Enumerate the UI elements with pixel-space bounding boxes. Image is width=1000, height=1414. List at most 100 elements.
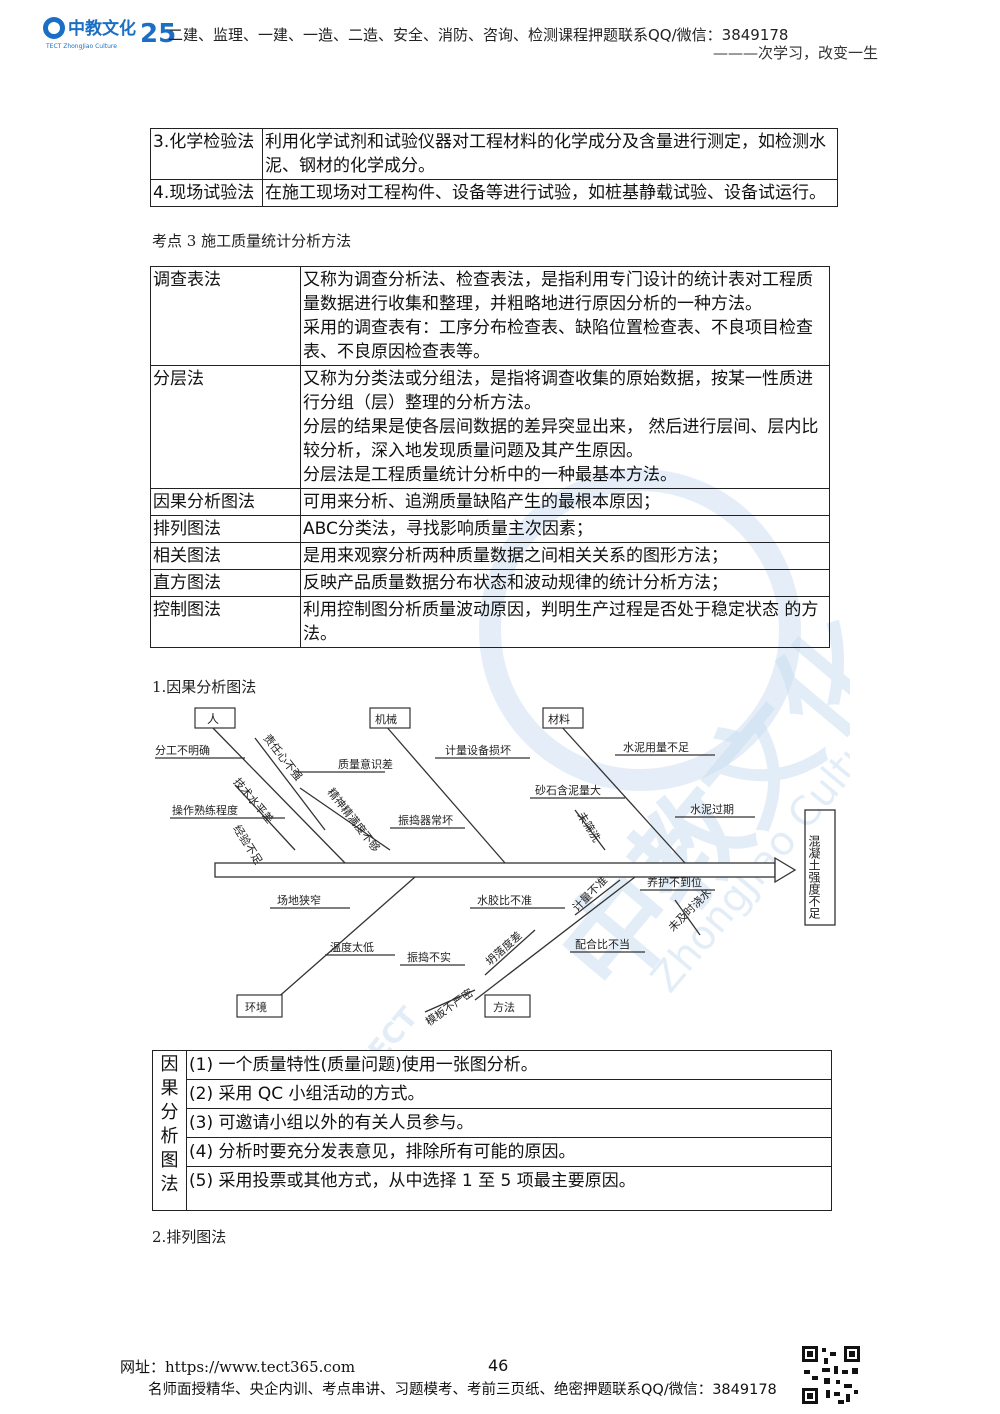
table-row: 因果分析图法 可用来分析、追溯质量缺陷产生的最根本原因；	[150, 488, 830, 516]
table-row: 3.化学检验法 利用化学试剂和试验仪器对工程材料的化学成分及含量进行测定，如检测…	[150, 128, 838, 180]
cause-label: 模板不严密	[423, 985, 476, 1028]
cause-label: 水泥过期	[690, 803, 734, 816]
footer-promo: 名师面授精华、央企内训、考点串讲、习题模考、考前三页纸、绝密押题联系QQ/微信：…	[148, 1382, 777, 1398]
header-logo: 中教文化 25 TECT ZhongJiao Culture	[40, 12, 180, 52]
table-row: 因 果 分 析 图 法 (1) 一个质量特性(质量问题)使用一张图分析。	[152, 1050, 832, 1211]
note-item: (3) 可邀请小组以外的有关人员参与。	[186, 1108, 832, 1138]
table-row: 排列图法 ABC分类法，寻找影响质量主次因素；	[150, 515, 830, 543]
logo-text: 中教文化	[68, 18, 136, 39]
desc-line: 分层法是工程质量统计分析中的一种最基本方法。	[303, 465, 677, 485]
side-char: 图	[160, 1150, 179, 1171]
table-row: (3) 可邀请小组以外的有关人员参与。	[153, 1108, 832, 1138]
cause-label: 水泥用量不足	[623, 741, 689, 754]
stat-method-name: 直方图法	[150, 569, 301, 597]
stat-method-name: 控制图法	[150, 596, 301, 648]
cause-label: 未及时浇水	[666, 886, 714, 934]
logo-sub: TECT ZhongJiao Culture	[45, 43, 117, 50]
stat-method-desc: 可用来分析、追溯质量缺陷产生的最根本原因；	[300, 488, 830, 516]
section-title: 考点 3 施工质量统计分析方法	[152, 232, 352, 250]
stat-method-name: 分层法	[150, 365, 301, 489]
stat-method-desc: 反映产品质量数据分布状态和波动规律的统计分析方法；	[300, 569, 830, 597]
method-name: 3.化学检验法	[150, 128, 263, 180]
qr-code-icon	[800, 1344, 862, 1406]
method-name: 4.现场试验法	[150, 179, 263, 207]
method-desc: 在施工现场对工程构件、设备等进行试验，如桩基静载试验、设备试运行。	[262, 179, 838, 207]
cause-label: 责任心不强	[261, 732, 305, 783]
effect-text: 混凝土强度不足	[807, 835, 821, 920]
category-box	[236, 994, 283, 1018]
cause-label: 水胶比不准	[477, 893, 532, 907]
stats-methods-table: 调查表法 又称为调查分析法、检查表法，是指利用专门设计的统计表对工程质量数据进行…	[150, 266, 830, 648]
category-label: 环境	[245, 1000, 267, 1014]
cause-label: 养护不到位	[647, 875, 702, 889]
cause-label: 计量不准	[570, 874, 610, 914]
stat-method-desc: 又称为分类法或分组法，是指将调查收集的原始数据，按某一性质进行分组（层）整理的分…	[300, 365, 830, 489]
table-row: 相关图法 是用来观察分析两种质量数据之间相关关系的图形方法；	[150, 542, 830, 570]
category-label: 人	[207, 712, 219, 726]
note-item: (4) 分析时要充分发表意见，排除所有可能的原因。	[186, 1137, 832, 1167]
note-item: (1) 一个质量特性(质量问题)使用一张图分析。	[186, 1050, 832, 1080]
table-row: 直方图法 反映产品质量数据分布状态和波动规律的统计分析方法；	[150, 569, 830, 597]
cause-label: 精神精满度不够	[325, 785, 383, 854]
bone-jixie	[384, 724, 506, 864]
desc-line: 采用的调查表有：工序分布检查表、缺陷位置检查表、不良项目检查表、不良原因检查表等…	[303, 318, 813, 362]
category-box	[542, 707, 584, 729]
spine-arrow	[774, 856, 797, 884]
category-label: 机械	[375, 712, 397, 726]
desc-line: 分层的结果是使各层间数据的差异突显出来， 然后进行层间、层内比较分析，深入地发现…	[303, 417, 819, 461]
bone-huanjing	[274, 876, 416, 1001]
table-row: (2) 采用 QC 小组活动的方式。	[153, 1079, 832, 1109]
cause-label: 质量意识差	[338, 757, 393, 771]
note-item: (2) 采用 QC 小组活动的方式。	[186, 1079, 832, 1109]
side-char: 分	[160, 1102, 179, 1123]
subsection-title: 1.因果分析图法	[152, 678, 257, 696]
footer-url[interactable]: 网址：https://www.tect365.com	[120, 1358, 356, 1376]
table-row: (5) 采用投票或其他方式，从中选择 1 至 5 项最主要原因。	[153, 1166, 832, 1211]
cause-label: 振捣器常坏	[398, 813, 453, 827]
method-desc: 利用化学试剂和试验仪器对工程材料的化学成分及含量进行测定，如检测水泥、钢材的化学…	[262, 128, 838, 180]
bone-ren	[209, 724, 346, 864]
side-label: 因 果 分 析 图 法	[152, 1050, 187, 1211]
stat-method-desc: 利用控制图分析质量波动原因，判明生产过程是否处于稳定状态 的方法。	[300, 596, 830, 648]
fishbone-spine	[214, 862, 776, 878]
cause-label: 分工不明确	[155, 744, 210, 757]
page-number: 46	[488, 1356, 509, 1375]
bone-cailiao	[559, 724, 686, 864]
cause-label: 温度太低	[330, 940, 374, 954]
desc-line: 又称为分类法或分组法，是指将调查收集的原始数据，按某一性质进行分组（层）整理的分…	[303, 369, 813, 413]
svg-text:25: 25	[140, 19, 176, 49]
cause-label: 振捣不实	[407, 950, 451, 964]
effect-box	[804, 809, 836, 926]
cause-label: 操作熟练程度	[172, 803, 238, 817]
side-char: 因	[160, 1054, 179, 1075]
fishbone-notes-table: 因 果 分 析 图 法 (1) 一个质量特性(质量问题)使用一张图分析。 (2)…	[152, 1050, 832, 1211]
methods-table: 3.化学检验法 利用化学试剂和试验仪器对工程材料的化学成分及含量进行测定，如检测…	[150, 128, 838, 207]
header-slogan: ———次学习，改变一生	[712, 44, 878, 62]
stat-method-name: 因果分析图法	[150, 488, 301, 516]
cause-label: 经验不足	[230, 822, 265, 867]
bone-fangfa	[474, 876, 636, 1001]
effect-label: 混凝土强度不足	[807, 835, 821, 920]
table-row: 4.现场试验法 在施工现场对工程构件、设备等进行试验，如桩基静载试验、设备试运行…	[150, 179, 838, 207]
stat-method-name: 排列图法	[150, 515, 301, 543]
side-char: 析	[160, 1126, 179, 1147]
stat-method-desc: 又称为调查分析法、检查表法，是指利用专门设计的统计表对工程质量数据进行收集和整理…	[300, 266, 830, 366]
cause-label: 坍落度差	[483, 928, 525, 968]
desc-line: 又称为调查分析法、检查表法，是指利用专门设计的统计表对工程质量数据进行收集和整理…	[303, 270, 813, 314]
cause-label: 场地狭窄	[277, 893, 321, 907]
stat-method-desc: ABC分类法，寻找影响质量主次因素；	[300, 515, 830, 543]
table-row: 分层法 又称为分类法或分组法，是指将调查收集的原始数据，按某一性质进行分组（层）…	[150, 365, 830, 489]
cause-label: 计量设备损坏	[445, 743, 511, 757]
category-label: 方法	[493, 1000, 515, 1014]
category-box	[194, 707, 236, 729]
category-box	[484, 994, 531, 1018]
stat-method-desc: 是用来观察分析两种质量数据之间相关关系的图形方法；	[300, 542, 830, 570]
side-char: 果	[160, 1078, 179, 1099]
fishbone-diagram: 人 机械 材料 环境 方法 混凝土强度不足 分工不明确 责任心不强 技术水平差 …	[155, 707, 836, 1028]
table-row: (4) 分析时要充分发表意见，排除所有可能的原因。	[153, 1137, 832, 1167]
note-item: (5) 采用投票或其他方式，从中选择 1 至 5 项最主要原因。	[186, 1166, 832, 1211]
table-row: 控制图法 利用控制图分析质量波动原因，判明生产过程是否处于稳定状态 的方法。	[150, 596, 830, 648]
cause-label: 配合比不当	[575, 937, 630, 951]
cause-label: 砂石含泥量大	[535, 783, 601, 797]
side-char: 法	[160, 1174, 179, 1195]
